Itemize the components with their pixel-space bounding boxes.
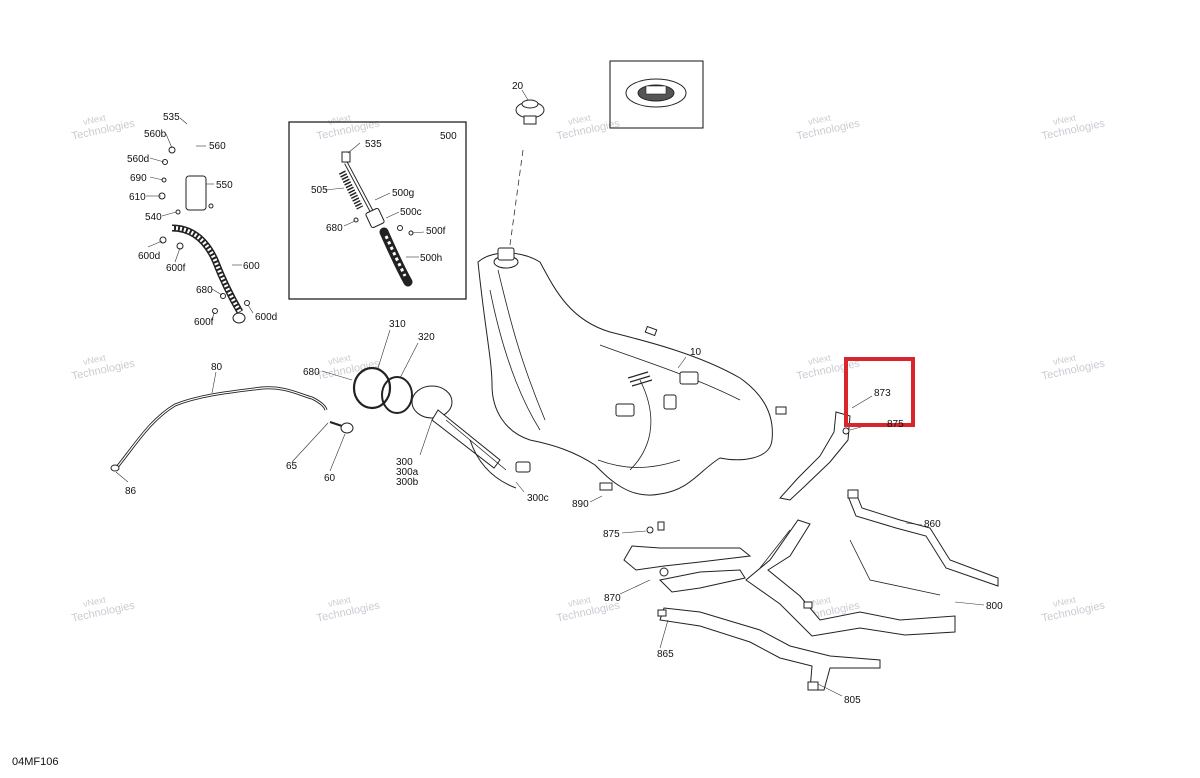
callout-540: 540 (145, 212, 162, 223)
callout-505: 505 (311, 185, 328, 196)
callout-65: 65 (286, 461, 298, 472)
inset-fitting (341, 151, 351, 163)
watermark-line1: vNext (82, 594, 107, 609)
heat-shield-860 (847, 489, 999, 587)
watermark-line1: vNext (327, 594, 352, 609)
callout-80: 80 (211, 362, 223, 373)
fuel-cap (509, 89, 545, 246)
callout-535: 535 (365, 139, 382, 150)
callout-300: 300 (396, 457, 413, 468)
callout-20: 20 (512, 81, 524, 92)
callout-890: 890 (572, 499, 589, 510)
watermark-line1: vNext (82, 112, 107, 127)
callout-300c: 300c (527, 493, 549, 504)
cap-detail-inset (609, 60, 704, 129)
callout-300a: 300a (396, 467, 419, 478)
watermark-line1: vNext (82, 352, 107, 367)
fuel-pump-flange (411, 385, 453, 419)
watermark-line1: vNext (807, 352, 832, 367)
leaders-filler (146, 117, 254, 322)
callout-labels: 20 535 560b 560 560d 690 550 610 540 600… (125, 81, 1003, 706)
fuel-pump-group (291, 329, 531, 493)
callout-865: 865 (657, 649, 674, 660)
callout-873: 873 (874, 388, 891, 399)
fuel-pump-body (431, 409, 501, 469)
callout-500g: 500g (392, 188, 414, 199)
callout-870: 870 (604, 593, 621, 604)
seal-310 (352, 366, 392, 410)
callout-875: 875 (887, 419, 904, 430)
callout-320: 320 (418, 332, 435, 343)
watermark-line1: vNext (567, 594, 592, 609)
inset-label: 500 (440, 131, 457, 142)
callout-560d: 560d (127, 154, 149, 165)
watermark-line1: vNext (327, 352, 352, 367)
cap-detail-frame (609, 60, 704, 129)
callout-860: 860 (924, 519, 941, 530)
callout-60: 60 (324, 473, 336, 484)
callout-550: 550 (216, 180, 233, 191)
callout-10: 10 (690, 347, 702, 358)
heat-shield-870 (619, 545, 752, 595)
callout-560: 560 (209, 141, 226, 152)
callout-600f: 600f (166, 263, 186, 274)
heat-shield-800 (745, 519, 985, 637)
highlight-box (844, 357, 915, 427)
tank-clip-marks (627, 371, 653, 387)
callout-86: 86 (125, 486, 137, 497)
inset-frame (288, 121, 467, 300)
diagram-code: 04MF106 (12, 756, 59, 768)
callout-600d: 600d (255, 312, 277, 323)
inset-fuel-pump-hose: 500 (288, 121, 467, 300)
callout-600d: 600d (138, 251, 160, 262)
watermark-line1: vNext (1052, 112, 1077, 127)
callout-680: 680 (303, 367, 320, 378)
heat-shield-865 (657, 607, 881, 697)
ring-320 (381, 376, 413, 414)
callout-680: 680 (326, 223, 343, 234)
callout-805: 805 (844, 695, 861, 706)
watermark-line1: vNext (807, 594, 832, 609)
callout-875: 875 (603, 529, 620, 540)
fuel-tank (477, 247, 787, 503)
watermark-line1: vNext (807, 112, 832, 127)
heat-shield-873 (779, 411, 851, 501)
bracket-550 (185, 175, 207, 211)
watermark-line1: vNext (327, 112, 352, 127)
vent-hose (110, 371, 328, 483)
callout-600f: 600f (194, 317, 214, 328)
filler-neck-assembly (158, 119, 250, 324)
callout-600: 600 (243, 261, 260, 272)
callout-500f: 500f (426, 226, 446, 237)
watermark-line1: vNext (1052, 352, 1077, 367)
callout-690: 690 (130, 173, 147, 184)
callout-500c: 500c (400, 207, 422, 218)
watermark-line1: vNext (1052, 594, 1077, 609)
callout-310: 310 (389, 319, 406, 330)
callout-500h: 500h (420, 253, 442, 264)
callout-680: 680 (196, 285, 213, 296)
callout-560b: 560b (144, 129, 167, 140)
watermark-line1: vNext (567, 112, 592, 127)
callout-610: 610 (129, 192, 146, 203)
callout-800: 800 (986, 601, 1003, 612)
callout-300b: 300b (396, 477, 419, 488)
callout-535: 535 (163, 112, 180, 123)
fuel-tank-shell (477, 252, 773, 496)
